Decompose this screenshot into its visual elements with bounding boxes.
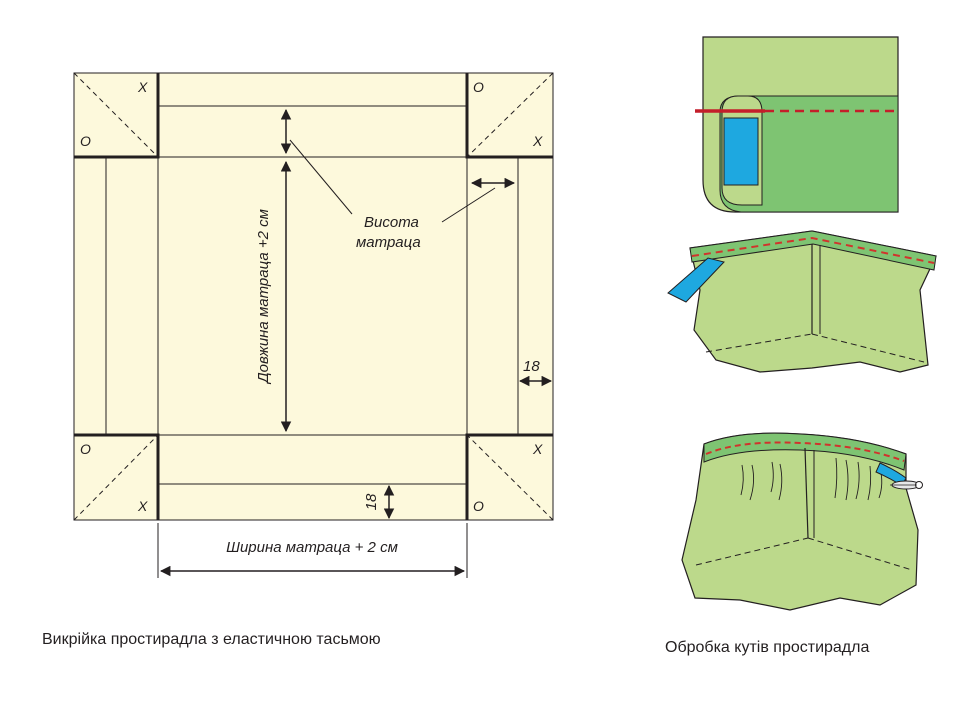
leader-line [289,139,353,215]
allowance-label-right: 18 [523,358,540,375]
hem-detail [695,36,899,213]
elastic-band [667,257,725,303]
pattern-caption: Викрійка простирадла з еластичною тасьмо… [42,631,381,648]
leader-line [441,187,496,223]
stitch-line [691,236,935,264]
safety-pin-icon [890,480,923,490]
corner-mark-o: O [80,441,91,457]
stitch-line [705,441,905,462]
allowance-label-bottom: 18 [363,493,380,510]
elastic-band [723,117,759,186]
corner-mark-o: O [473,498,484,514]
corner-step-2 [681,432,923,611]
mattress-top-area [157,156,468,436]
sheet-pattern: X O O X O X X O Висота матраца Довжина м… [73,72,554,578]
corner-mark-x: X [137,79,148,95]
width-label: Ширина матраца + 2 см [226,539,398,556]
corner-fold-lines [73,72,554,521]
corner-step-1 [667,230,937,373]
corner-mark-o: O [80,133,91,149]
length-label: Довжина матраца +2 см [255,209,272,385]
corner-mark-o: O [473,79,484,95]
height-label-line1: Висота [364,214,419,231]
gather-folds [740,457,883,501]
corner-mark-x: X [532,441,543,457]
corners-caption: Обробка кутів простирадла [665,639,870,656]
pattern-outline [73,72,554,521]
height-label-line2: матраца [356,234,421,251]
corner-mark-x: X [137,498,148,514]
corner-mark-x: X [532,133,543,149]
corner-cut-lines [74,73,553,520]
corner-seam [804,447,809,539]
